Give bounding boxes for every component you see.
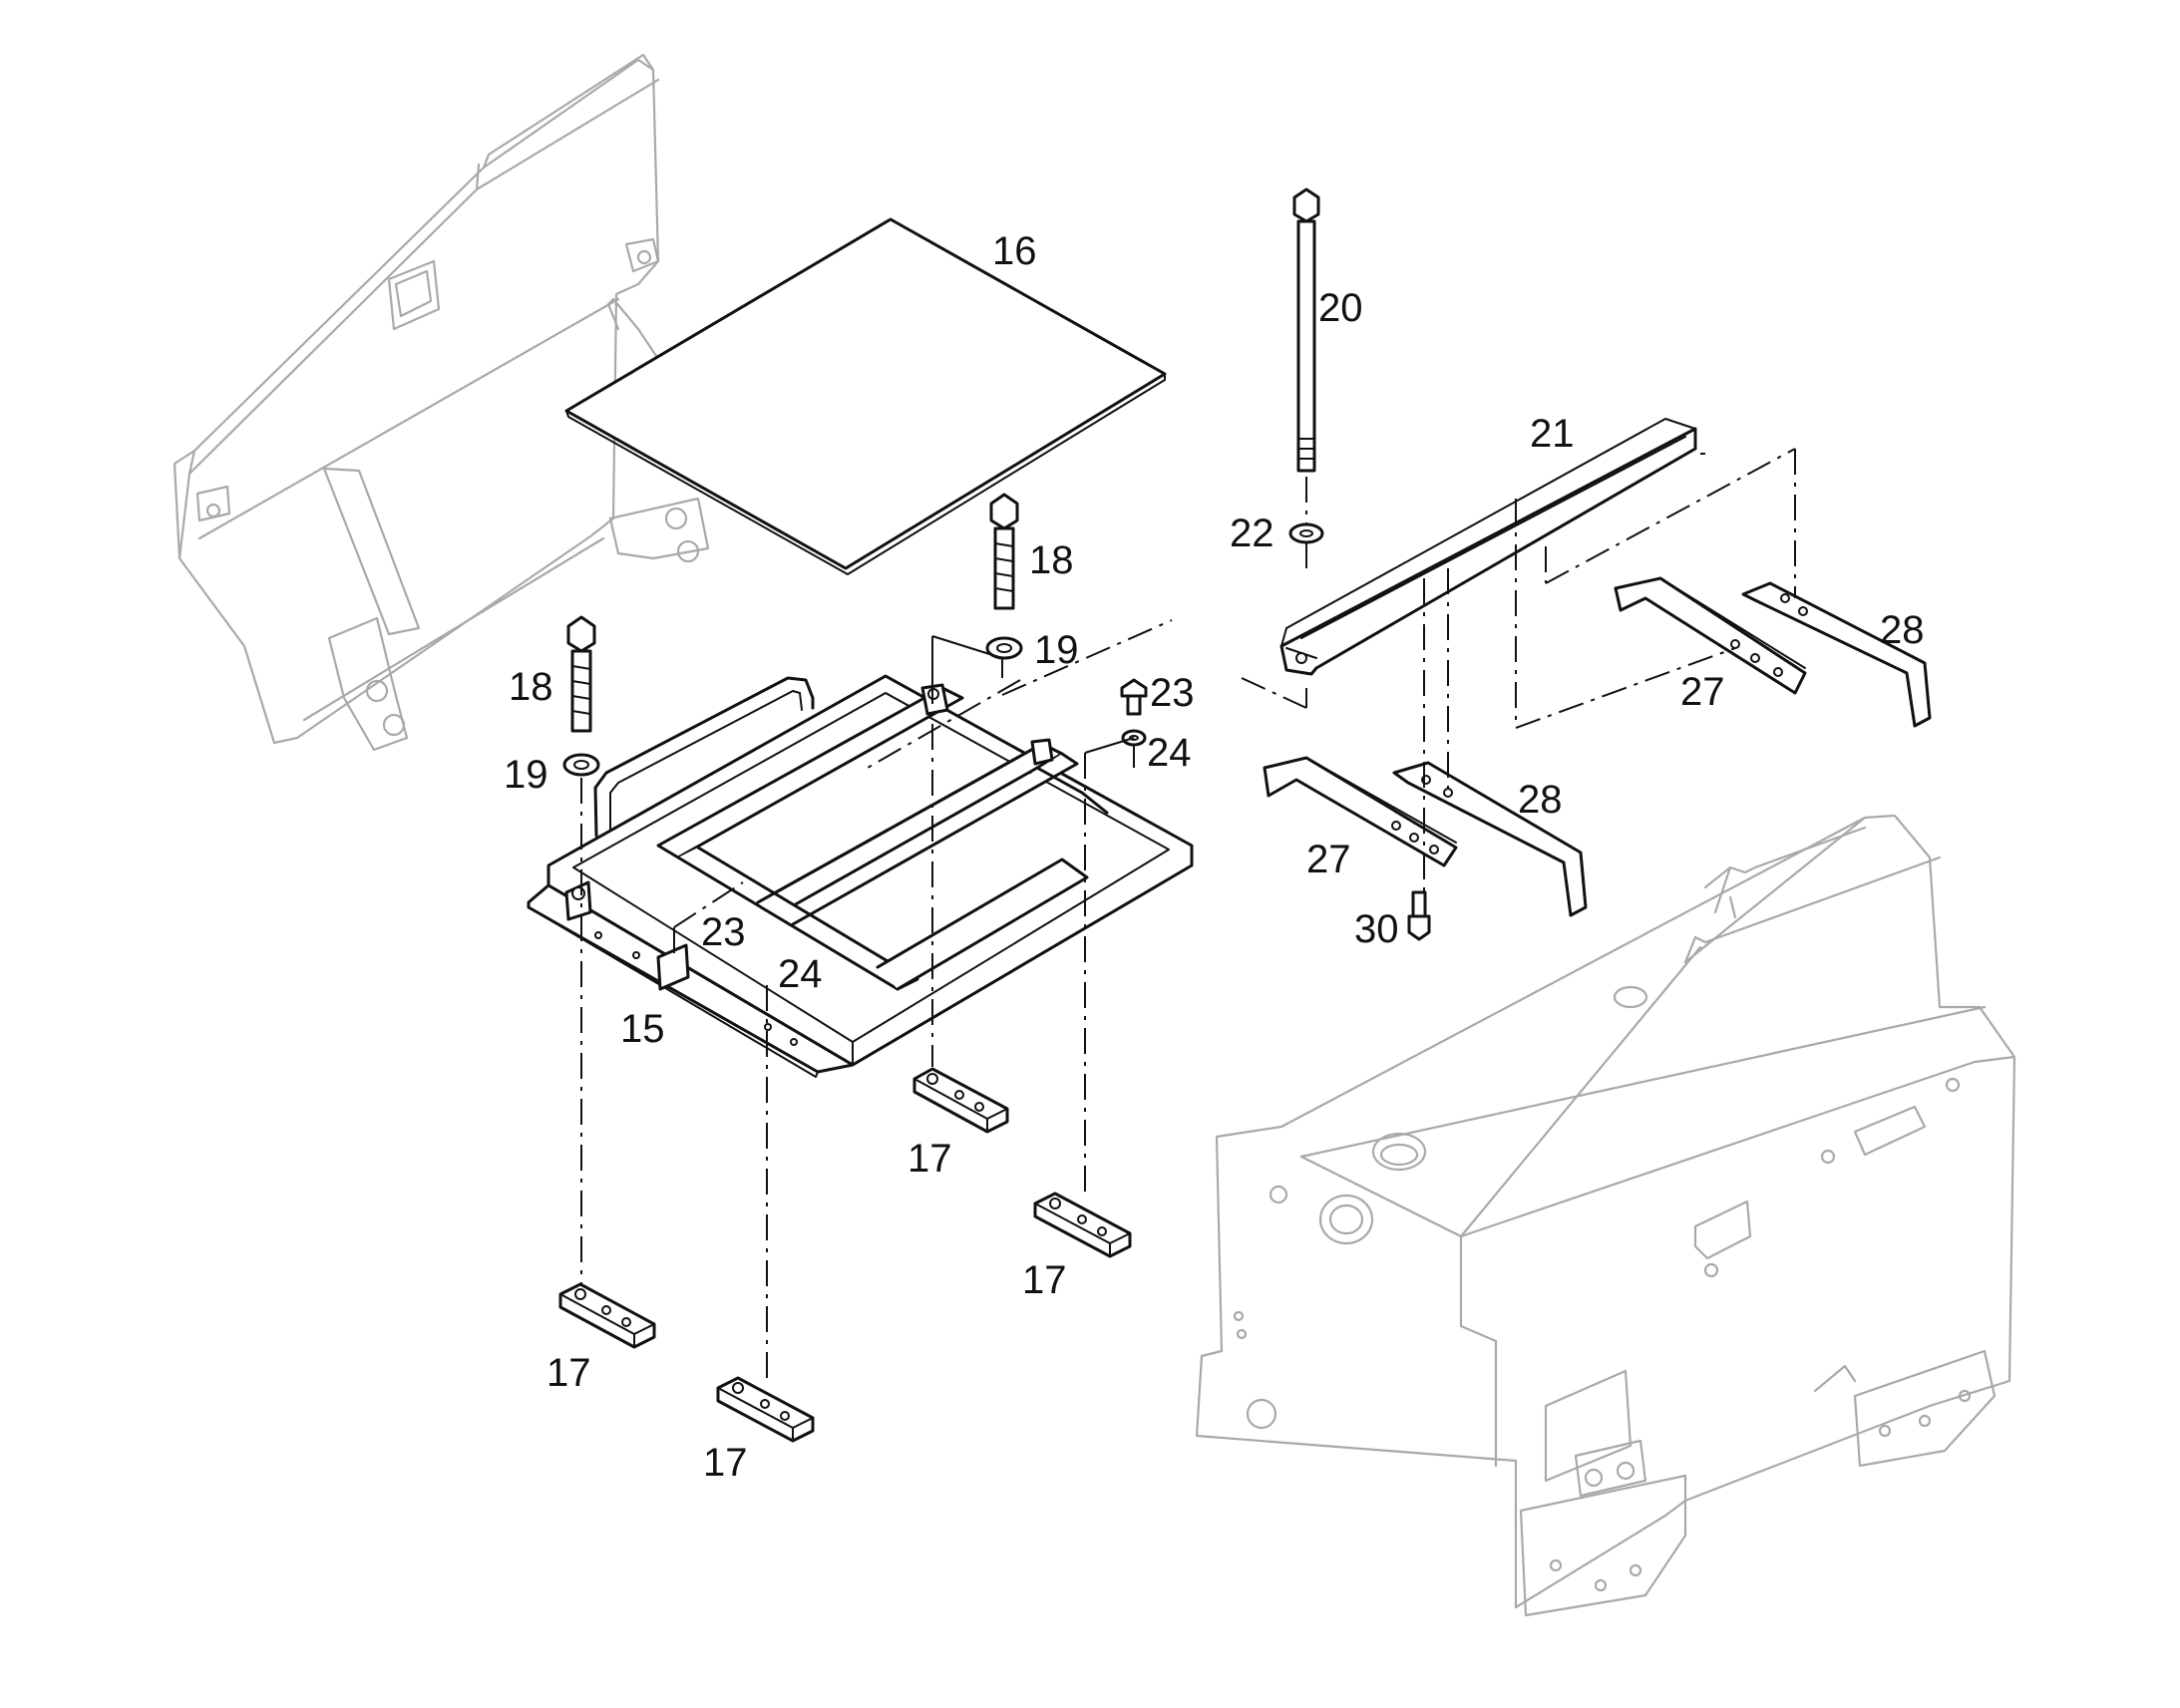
part-15-frame bbox=[527, 674, 1194, 1078]
part-17-block-a bbox=[912, 1067, 1009, 1134]
part-20-long-bolt bbox=[1292, 187, 1320, 473]
part-22-washer bbox=[1288, 522, 1324, 544]
callout-28-upper: 28 bbox=[1880, 608, 1925, 652]
assembly-centerlines bbox=[580, 448, 1796, 1381]
callout-24-lower: 24 bbox=[778, 952, 823, 996]
leader-lines bbox=[931, 635, 1135, 754]
callout-19-left: 19 bbox=[504, 753, 548, 797]
part-27-bracket-upper bbox=[1614, 576, 1807, 695]
callout-27-lower: 27 bbox=[1306, 838, 1351, 881]
callout-18-left: 18 bbox=[509, 665, 553, 709]
part-16-plate bbox=[564, 217, 1167, 575]
callout-17-d: 17 bbox=[703, 1441, 748, 1485]
part-17-block-c bbox=[558, 1282, 656, 1349]
part-21-channel-rail bbox=[1279, 418, 1697, 676]
part-19-washer-left bbox=[562, 753, 600, 777]
part-27-bracket-lower bbox=[1263, 756, 1458, 867]
callout-21: 21 bbox=[1530, 412, 1575, 456]
callout-28-lower: 28 bbox=[1518, 778, 1563, 822]
callout-17-c: 17 bbox=[546, 1351, 591, 1395]
part-19-washer-right bbox=[985, 636, 1023, 660]
callout-27-upper: 27 bbox=[1680, 670, 1725, 714]
callout-17-b: 17 bbox=[1022, 1258, 1067, 1302]
part-18-bolt-right bbox=[989, 493, 1019, 610]
callout-15: 15 bbox=[620, 1007, 665, 1051]
callout-labels: 16 20 21 22 18 19 18 19 23 24 23 24 15 1… bbox=[504, 229, 1925, 1485]
callout-24-upper: 24 bbox=[1147, 731, 1192, 775]
callout-19-right: 19 bbox=[1034, 628, 1079, 672]
part-30-bolt bbox=[1407, 890, 1431, 941]
callout-30: 30 bbox=[1354, 907, 1399, 951]
part-17-block-d bbox=[716, 1376, 815, 1443]
callout-22: 22 bbox=[1230, 512, 1274, 555]
callout-20: 20 bbox=[1318, 286, 1363, 330]
part-23-screw-upper bbox=[1120, 678, 1148, 716]
part-18-bolt-left bbox=[566, 615, 596, 733]
callout-23-lower: 23 bbox=[701, 910, 746, 954]
callout-17-a: 17 bbox=[908, 1137, 952, 1181]
part-17-block-b bbox=[1033, 1192, 1132, 1258]
machine-body-background bbox=[1195, 814, 2016, 1617]
callout-23-upper: 23 bbox=[1150, 671, 1195, 715]
callout-16: 16 bbox=[992, 229, 1037, 273]
hood-panel-background bbox=[173, 53, 710, 752]
callout-18-right: 18 bbox=[1029, 538, 1074, 582]
